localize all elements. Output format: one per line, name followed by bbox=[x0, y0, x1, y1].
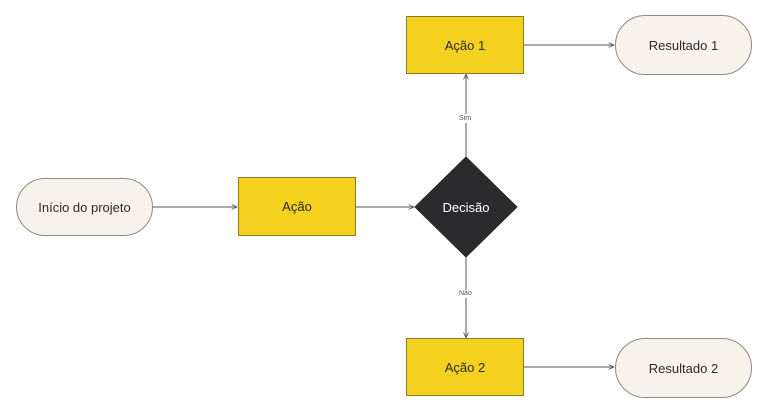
result1-terminal[interactable]: Resultado 1 bbox=[615, 15, 752, 75]
result1-terminal-label: Resultado 1 bbox=[648, 37, 719, 53]
action-box[interactable]: Ação bbox=[238, 177, 356, 236]
no-edge-label: Não bbox=[458, 289, 473, 298]
start-terminal[interactable]: Início do projeto bbox=[16, 178, 153, 236]
start-terminal-label: Início do projeto bbox=[38, 199, 131, 215]
decision-label: Decisão bbox=[442, 199, 490, 215]
action1-box-label: Ação 1 bbox=[444, 37, 486, 53]
action-box-label: Ação bbox=[282, 199, 312, 214]
action2-box-label: Ação 2 bbox=[444, 359, 486, 375]
result2-terminal[interactable]: Resultado 2 bbox=[615, 338, 752, 398]
action1-box[interactable]: Ação 1 bbox=[406, 16, 524, 74]
yes-edge-label: Sim bbox=[458, 114, 473, 123]
action2-box[interactable]: Ação 2 bbox=[406, 338, 524, 396]
decision-node[interactable]: Decisão bbox=[415, 157, 517, 257]
result2-terminal-label: Resultado 2 bbox=[648, 360, 719, 376]
